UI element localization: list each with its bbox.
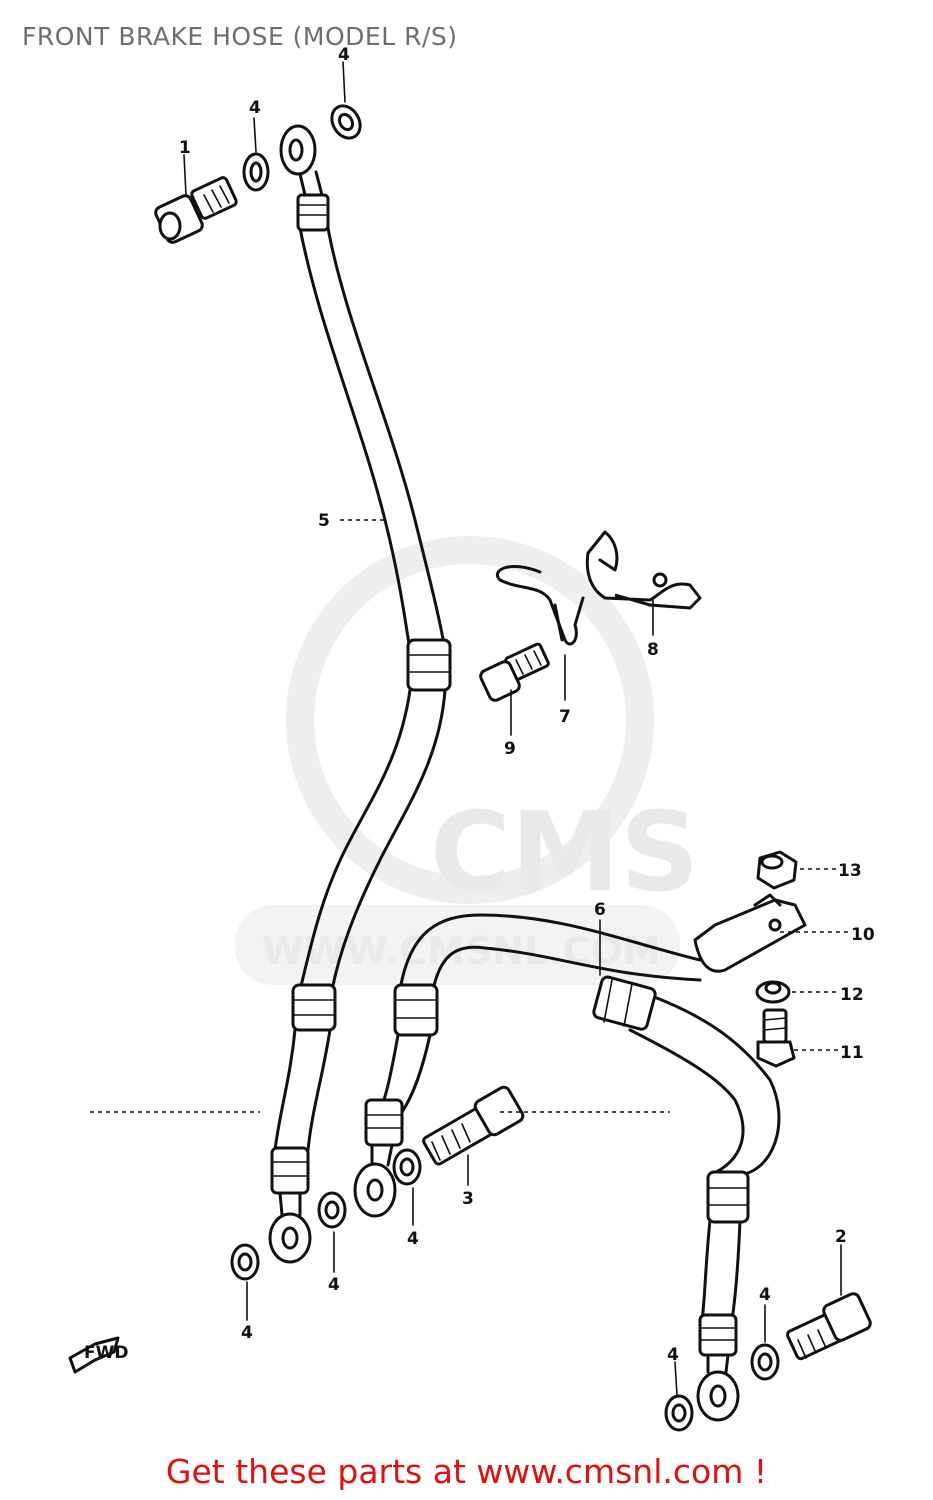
callout-6: 6 (594, 900, 606, 920)
clip-7 (496, 565, 585, 646)
callout-4: 4 (667, 1345, 679, 1365)
page-title: FRONT BRAKE HOSE (MODEL R/S) (22, 22, 458, 51)
footer-link[interactable]: Get these parts at www.cmsnl.com ! (165, 1452, 768, 1491)
callout-1: 1 (179, 138, 191, 158)
callout-4: 4 (241, 1323, 253, 1343)
bolt-9 (479, 642, 550, 702)
callout-5: 5 (318, 511, 330, 531)
front-direction-marker: FWD (68, 1336, 128, 1374)
callout-4: 4 (407, 1229, 419, 1249)
callout-4: 4 (759, 1285, 771, 1305)
gaskets-4 (230, 104, 780, 1432)
bolt-11 (756, 1008, 796, 1068)
callout-labels: 1 4 4 5 7 8 9 13 10 6 12 11 3 4 4 4 2 4 … (179, 45, 875, 1365)
callout-10: 10 (851, 925, 875, 945)
brake-hose-5 (268, 124, 452, 1264)
watermark-brand: CMS (430, 788, 699, 916)
callout-4: 4 (338, 45, 350, 65)
callout-9: 9 (504, 739, 516, 759)
union-bolt-2 (786, 1292, 872, 1361)
hose-clamp-8 (585, 530, 702, 610)
callout-13: 13 (838, 861, 862, 881)
nut-13 (756, 850, 798, 890)
callout-7: 7 (559, 707, 571, 727)
watermark: CMS WWW.CMSNL.COM (235, 536, 699, 985)
watermark-ring (286, 536, 654, 904)
leader-lines (90, 61, 848, 1396)
callout-4: 4 (328, 1275, 340, 1295)
direction-marker-text: FWD (84, 1343, 128, 1363)
callout-8: 8 (647, 640, 659, 660)
callout-11: 11 (840, 1043, 864, 1063)
clamp-10 (693, 893, 807, 973)
union-bolt-1 (154, 176, 238, 244)
callout-12: 12 (840, 985, 864, 1005)
washer-12 (755, 980, 791, 1004)
union-bolt-3 (422, 1085, 525, 1166)
brake-hose-6 (353, 913, 781, 1422)
callout-4: 4 (249, 98, 261, 118)
watermark-url: WWW.CMSNL.COM (262, 929, 661, 973)
callout-2: 2 (835, 1227, 847, 1247)
callout-3: 3 (462, 1189, 474, 1209)
